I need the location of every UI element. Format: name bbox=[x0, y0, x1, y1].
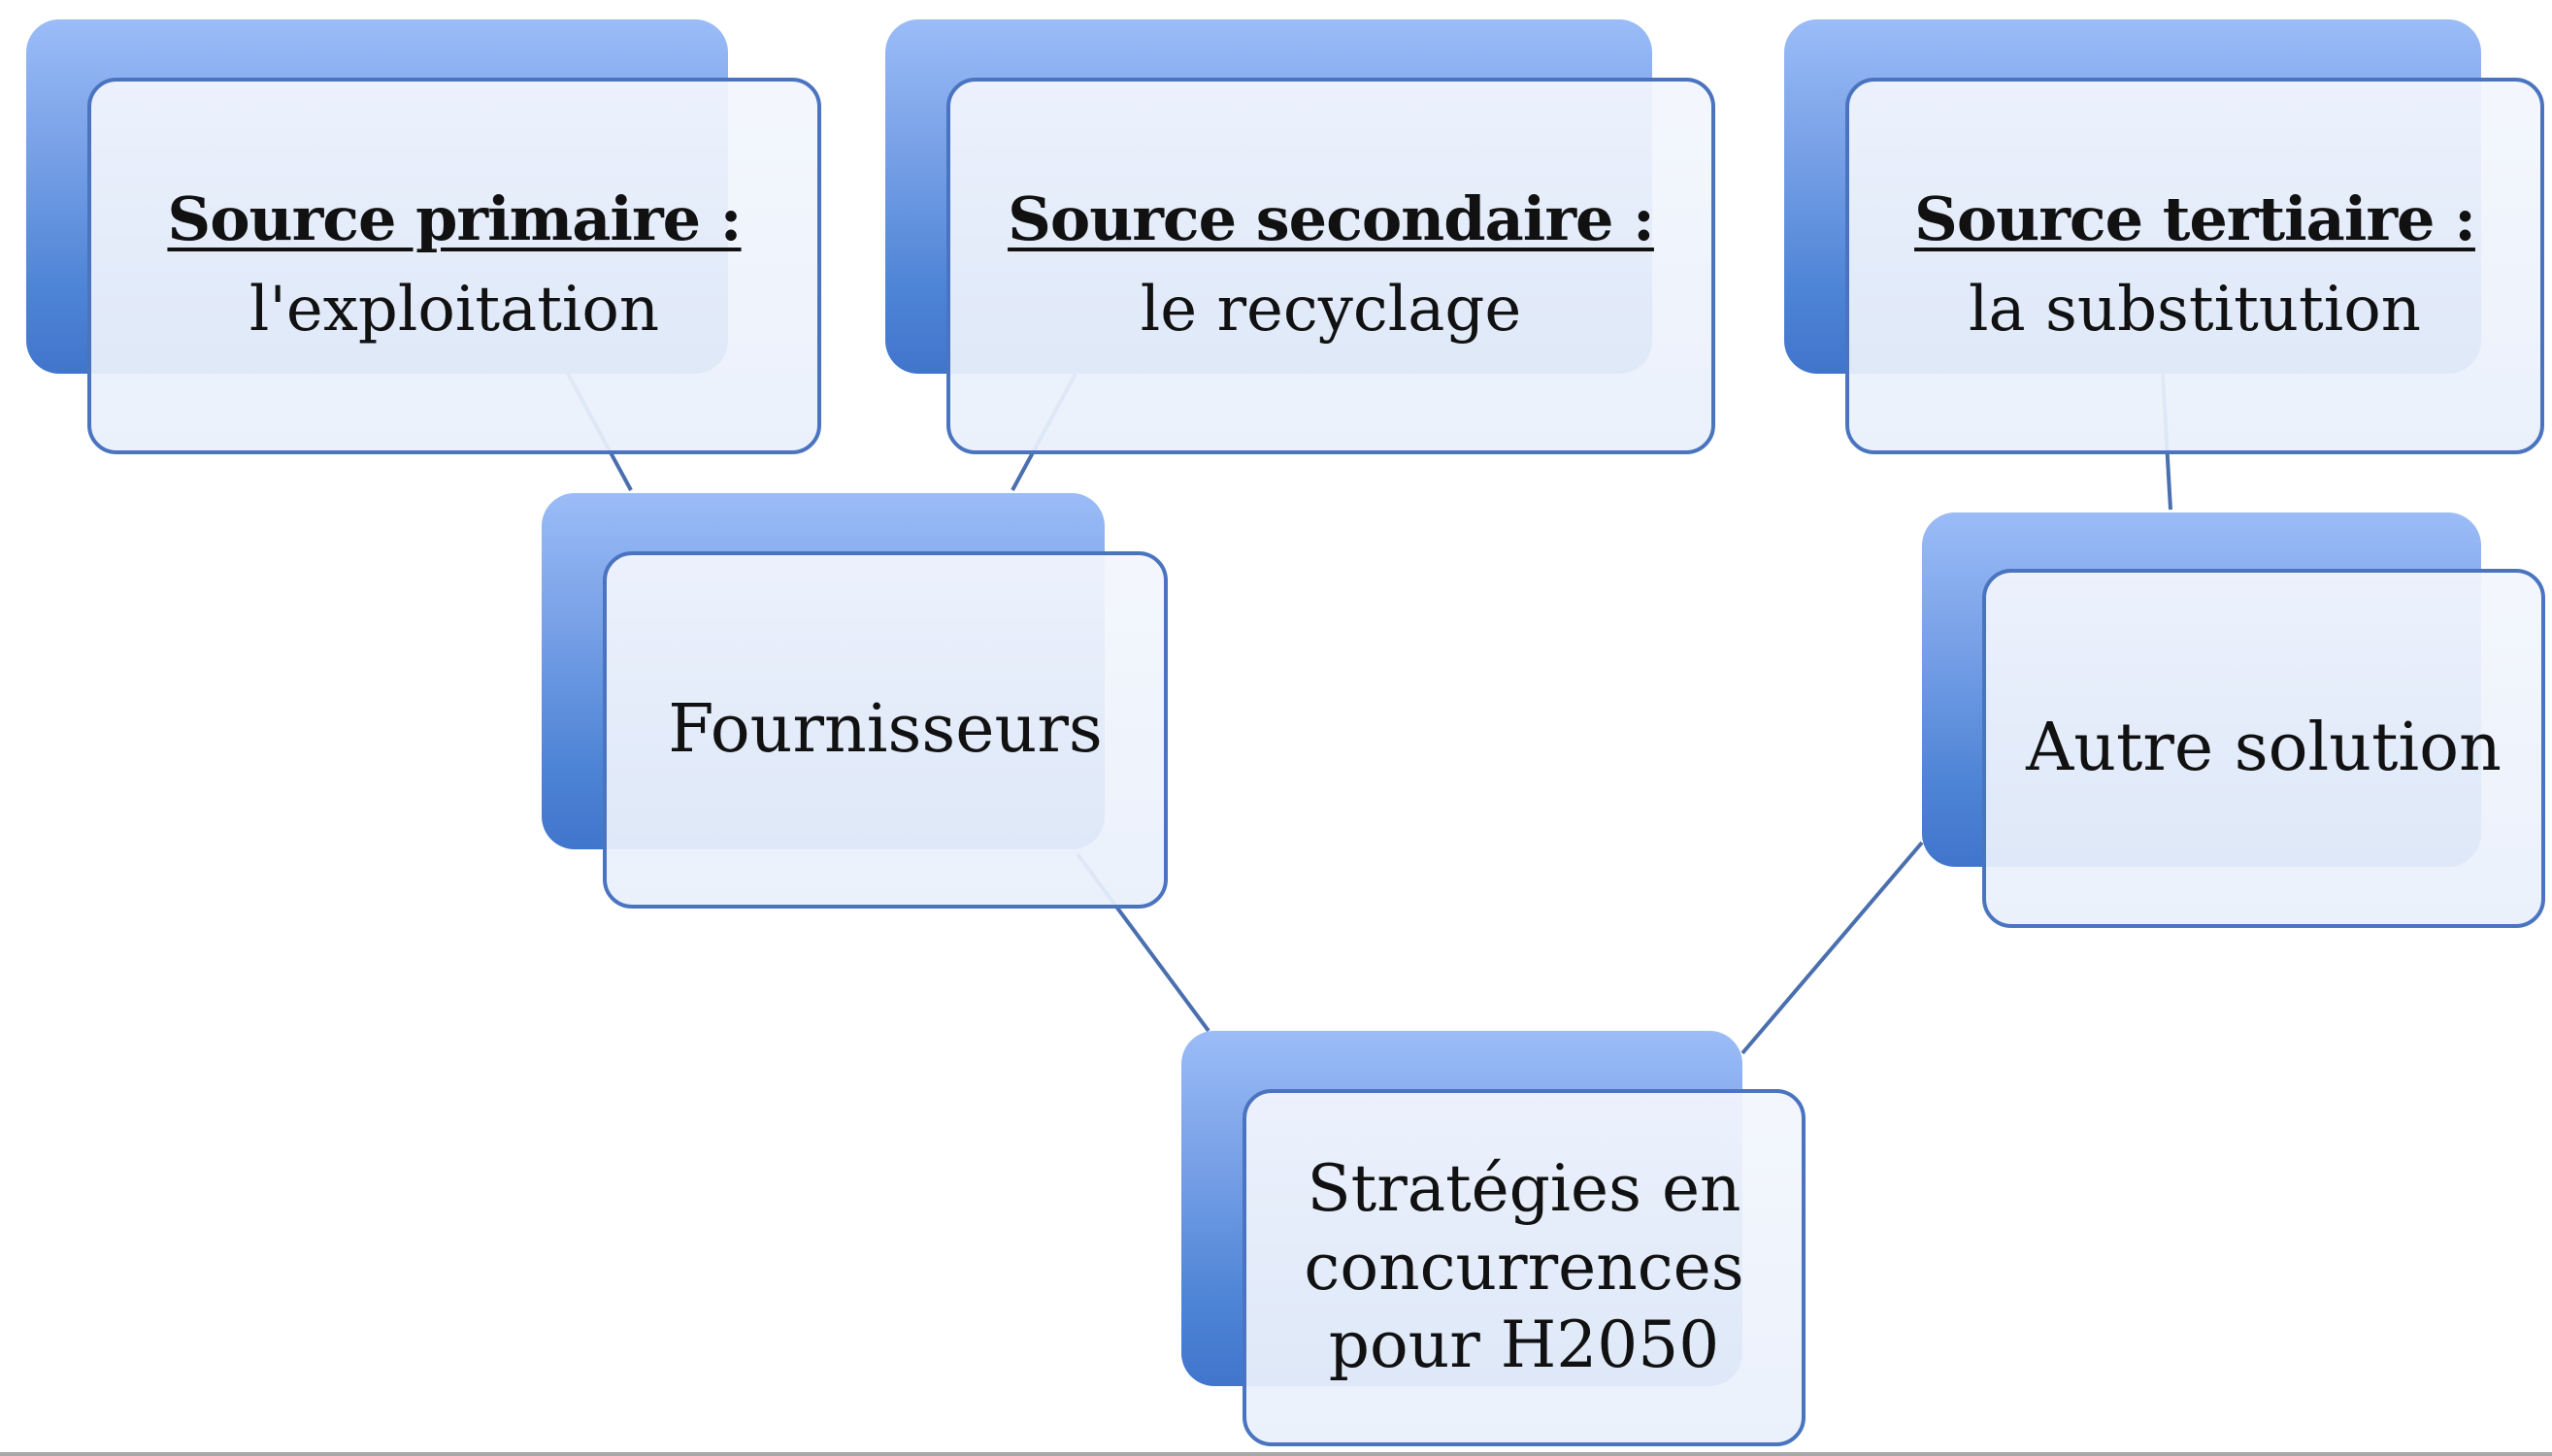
node-front-card: Source primaire : l'exploitation bbox=[87, 78, 821, 454]
node-front-card: Autre solution bbox=[1982, 569, 2545, 928]
bottom-divider bbox=[0, 1452, 2552, 1456]
node-heading: Source secondaire : bbox=[1008, 182, 1655, 254]
node-text: Fournisseurs bbox=[668, 691, 1103, 769]
node-heading: Source tertiaire : bbox=[1914, 182, 2476, 254]
node-heading: Source primaire : bbox=[167, 182, 742, 254]
node-text: l'exploitation bbox=[249, 274, 660, 347]
node-text: le recyclage bbox=[1140, 274, 1522, 347]
node-text-line-3: pour H2050 bbox=[1328, 1307, 1720, 1383]
node-text: Autre solution bbox=[2026, 710, 2502, 787]
node-text: la substitution bbox=[1969, 274, 2421, 347]
node-front-card: Source tertiaire : la substitution bbox=[1845, 78, 2544, 454]
node-text-line-2: concurrences bbox=[1304, 1229, 1744, 1305]
node-text-line-1: Stratégies en bbox=[1307, 1151, 1741, 1227]
node-front-card: Source secondaire : le recyclage bbox=[946, 78, 1715, 454]
node-front-card: Fournisseurs bbox=[603, 551, 1168, 909]
node-front-card: Stratégies en concurrences pour H2050 bbox=[1243, 1089, 1806, 1446]
connector-other-root bbox=[1740, 841, 1924, 1055]
